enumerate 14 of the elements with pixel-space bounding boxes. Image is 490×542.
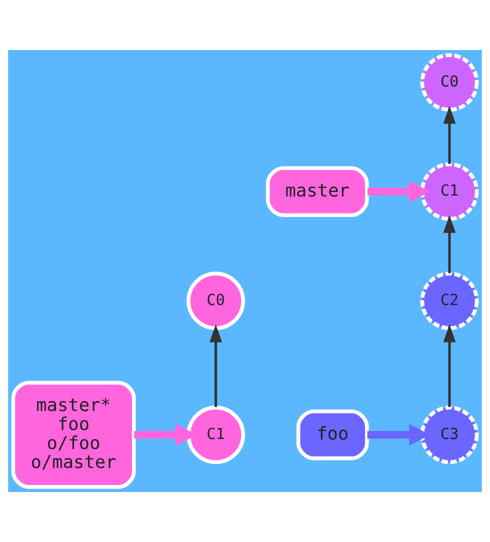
node-box: master — [266, 166, 369, 218]
arrow — [367, 180, 430, 203]
node-circle: C0 — [186, 272, 245, 330]
node-circle: C1 — [186, 406, 245, 464]
arrow — [443, 215, 456, 274]
node-circle: C3 — [420, 406, 479, 464]
node-circle: C0 — [420, 53, 479, 112]
node-circle: C2 — [420, 272, 479, 330]
arrow — [443, 106, 456, 164]
node-box: master* foo o/foo o/master — [11, 380, 136, 489]
node-circle: C1 — [420, 162, 479, 221]
arrow — [210, 324, 222, 407]
arrow — [443, 324, 456, 407]
node-box: foo — [296, 409, 369, 460]
